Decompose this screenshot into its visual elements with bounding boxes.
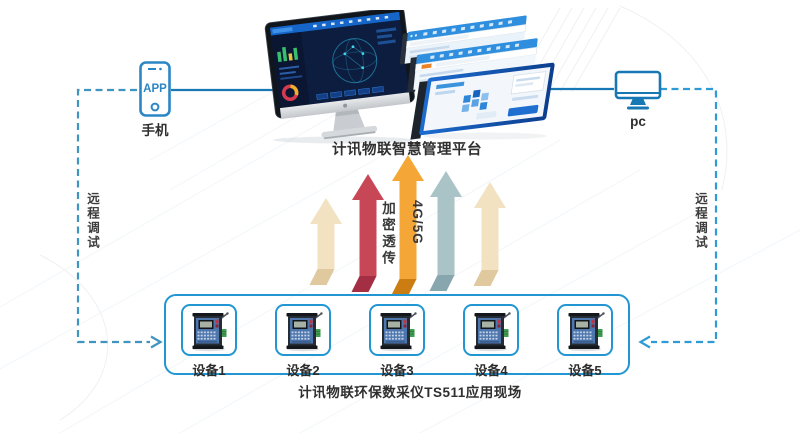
arrowhead-left-icon [150, 335, 163, 349]
device-label: 设备5 [568, 363, 602, 378]
platform-title: 计讯物联智慧管理平台 [332, 142, 482, 158]
device-label: 设备4 [474, 363, 508, 378]
connector-lines [76, 87, 718, 349]
datalogger-icon [285, 311, 324, 352]
device-box [463, 304, 519, 356]
device-card: 设备3 [369, 304, 425, 379]
dashed-path-pc-to-devices [651, 87, 718, 344]
site-caption: 计讯物联环保数采仪TS511应用现场 [298, 385, 522, 400]
datalogger-icon [473, 311, 512, 352]
device-card: 设备5 [557, 304, 613, 379]
up-arrow-icon [309, 198, 342, 285]
datalogger-icon [379, 311, 418, 352]
device-card: 设备2 [275, 304, 331, 379]
encrypt-transfer-label: 加密透传 [380, 201, 395, 267]
remote-debug-label-left: 远程调试 [85, 192, 99, 250]
datalogger-icon [567, 311, 606, 352]
arrowhead-right-icon [638, 335, 651, 349]
desktop-monitor-icon [614, 70, 662, 110]
up-arrow-icon [351, 174, 384, 292]
device-box [369, 304, 425, 356]
device-card: 设备4 [463, 304, 519, 379]
device-label: 设备2 [286, 363, 320, 378]
device-box [557, 304, 613, 356]
network-4g5g-label: 4G/5G [410, 200, 425, 245]
pc-label: pc [630, 114, 646, 129]
dashboard-monitor [264, 10, 415, 140]
management-platform-illustration [264, 10, 555, 144]
uplink-arrows [309, 155, 506, 295]
phone-label: 手机 [141, 123, 169, 138]
up-arrow-icon [429, 171, 462, 291]
smartphone-icon: APP [139, 61, 171, 117]
device-site-container: 设备1 设备2 设备3 设备4 设备5 [164, 294, 630, 378]
datalogger-icon [191, 311, 230, 352]
device-label: 设备1 [192, 363, 226, 378]
dashed-path-phone-to-devices [76, 88, 150, 344]
isometric-cubes-icon [461, 89, 489, 113]
app-window [410, 62, 555, 140]
device-card: 设备1 [181, 304, 237, 379]
up-arrow-icon [391, 155, 424, 295]
up-arrow-icon [473, 182, 506, 286]
phone-screen-text: APP [143, 83, 167, 95]
remote-debug-label-right: 远程调试 [693, 192, 707, 250]
device-label: 设备3 [380, 363, 414, 378]
device-box [275, 304, 331, 356]
browser-window [399, 15, 527, 65]
device-box [181, 304, 237, 356]
